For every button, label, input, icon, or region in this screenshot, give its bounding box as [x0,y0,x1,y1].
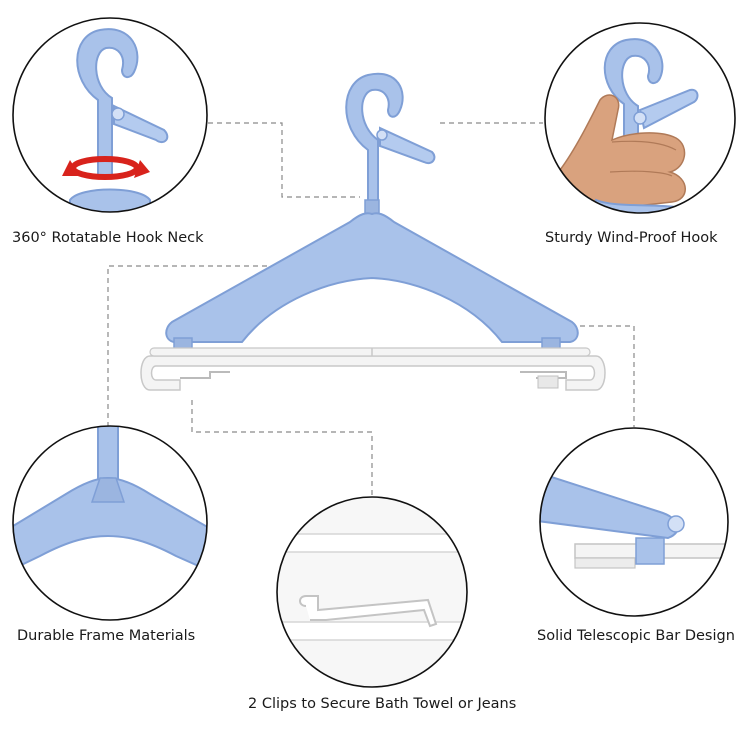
detail-circle-telescopic-bar [539,427,729,617]
caption-windproof-hook: Sturdy Wind-Proof Hook [545,230,718,246]
frame-neck-closeup [97,426,119,485]
main-hanger [140,72,606,391]
caption-telescopic-bar: Solid Telescopic Bar Design [537,628,735,644]
telescopic-bar [140,355,606,391]
detail-circle-clips [276,496,468,688]
frame-shoulder-closeup [13,476,207,582]
hook-clip-lever [379,126,436,164]
bar-joint-closeup [635,537,665,565]
leader-line-neck [208,122,360,198]
hanger-frame [165,212,579,343]
neck-hook-closeup [76,28,139,176]
caption-rotatable-neck: 360° Rotatable Hook Neck [12,230,204,246]
lower-bar-closeup [277,621,467,641]
towel-clip-closeup [299,595,438,628]
detail-circle-windproof-hook [544,22,736,214]
upper-bar-closeup [277,533,467,553]
leader-line-frame [107,265,290,427]
leader-lines [107,122,635,495]
leader-line-bar [580,325,635,427]
caption-clips: 2 Clips to Secure Bath Towel or Jeans [248,696,517,712]
leader-line-clips [191,400,373,495]
detail-circle-frame-materials [12,425,208,621]
hanger-hook [345,72,404,206]
detail-circle-rotatable-neck [12,17,208,213]
caption-frame-materials: Durable Frame Materials [17,628,196,644]
bar-clip-left [180,371,230,379]
